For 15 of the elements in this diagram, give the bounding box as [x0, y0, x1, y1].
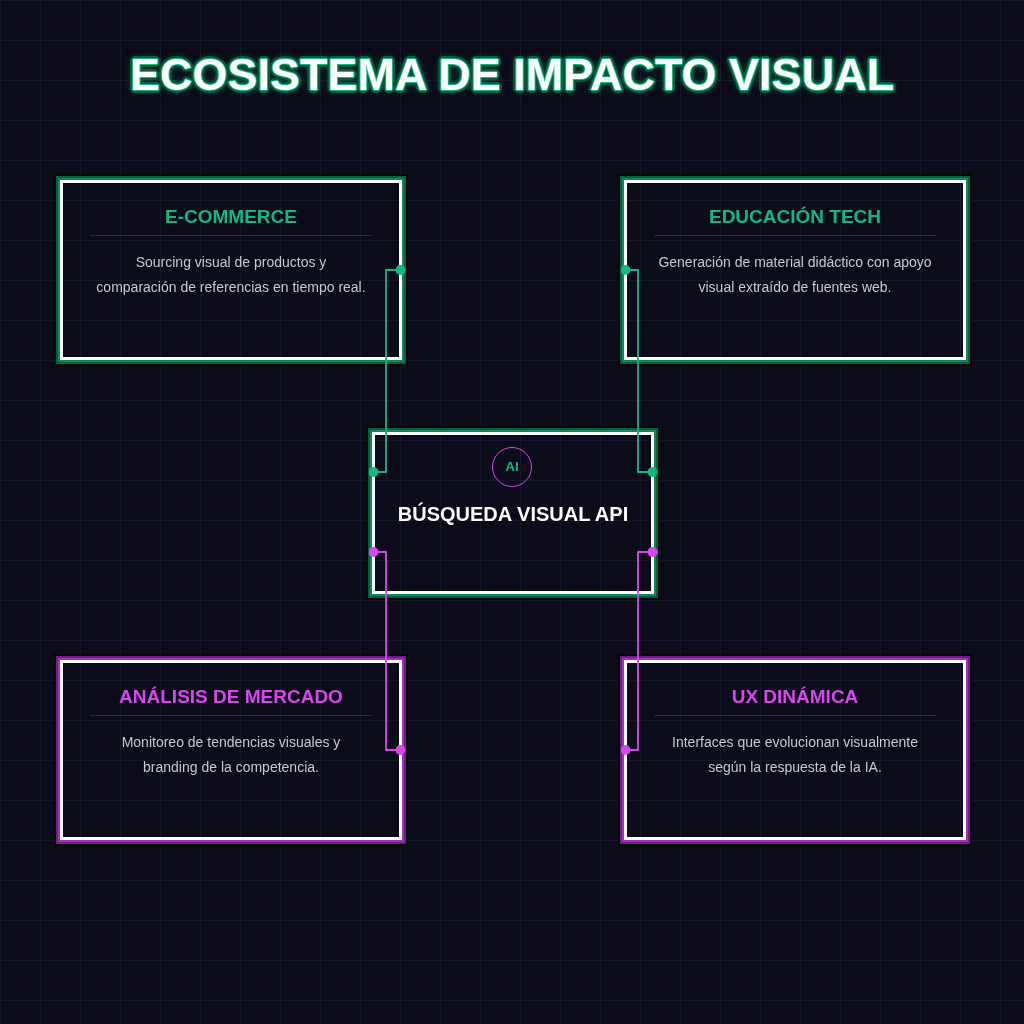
page-title: ECOSISTEMA DE IMPACTO VISUAL	[129, 48, 895, 102]
card-description: Generación de material didáctico con apoyo visual extraído de fuentes web.	[657, 253, 933, 297]
card-heading: UX DINÁMICA	[731, 686, 859, 707]
connector-line	[368, 547, 406, 755]
card-description: Sourcing visual de productos y comparación de referencias en tiempo real.	[95, 253, 367, 297]
connector-line	[620, 547, 658, 755]
card-description: Interfaces que evolucionan visualmente según la respuesta de la IA.	[671, 733, 919, 777]
card-heading: EDUCACIÓN TECH	[708, 206, 882, 227]
connector-line	[620, 265, 658, 477]
connector-line	[368, 265, 406, 477]
card-description: Monitoreo de tendencias visuales y branding de la competencia.	[120, 733, 342, 777]
badge-text: AI	[505, 459, 519, 475]
central-heading: BÚSQUEDA VISUAL API	[397, 503, 629, 525]
card-heading: E-COMMERCE	[165, 206, 297, 227]
card-heading: ANÁLISIS DE MERCADO	[119, 686, 343, 707]
